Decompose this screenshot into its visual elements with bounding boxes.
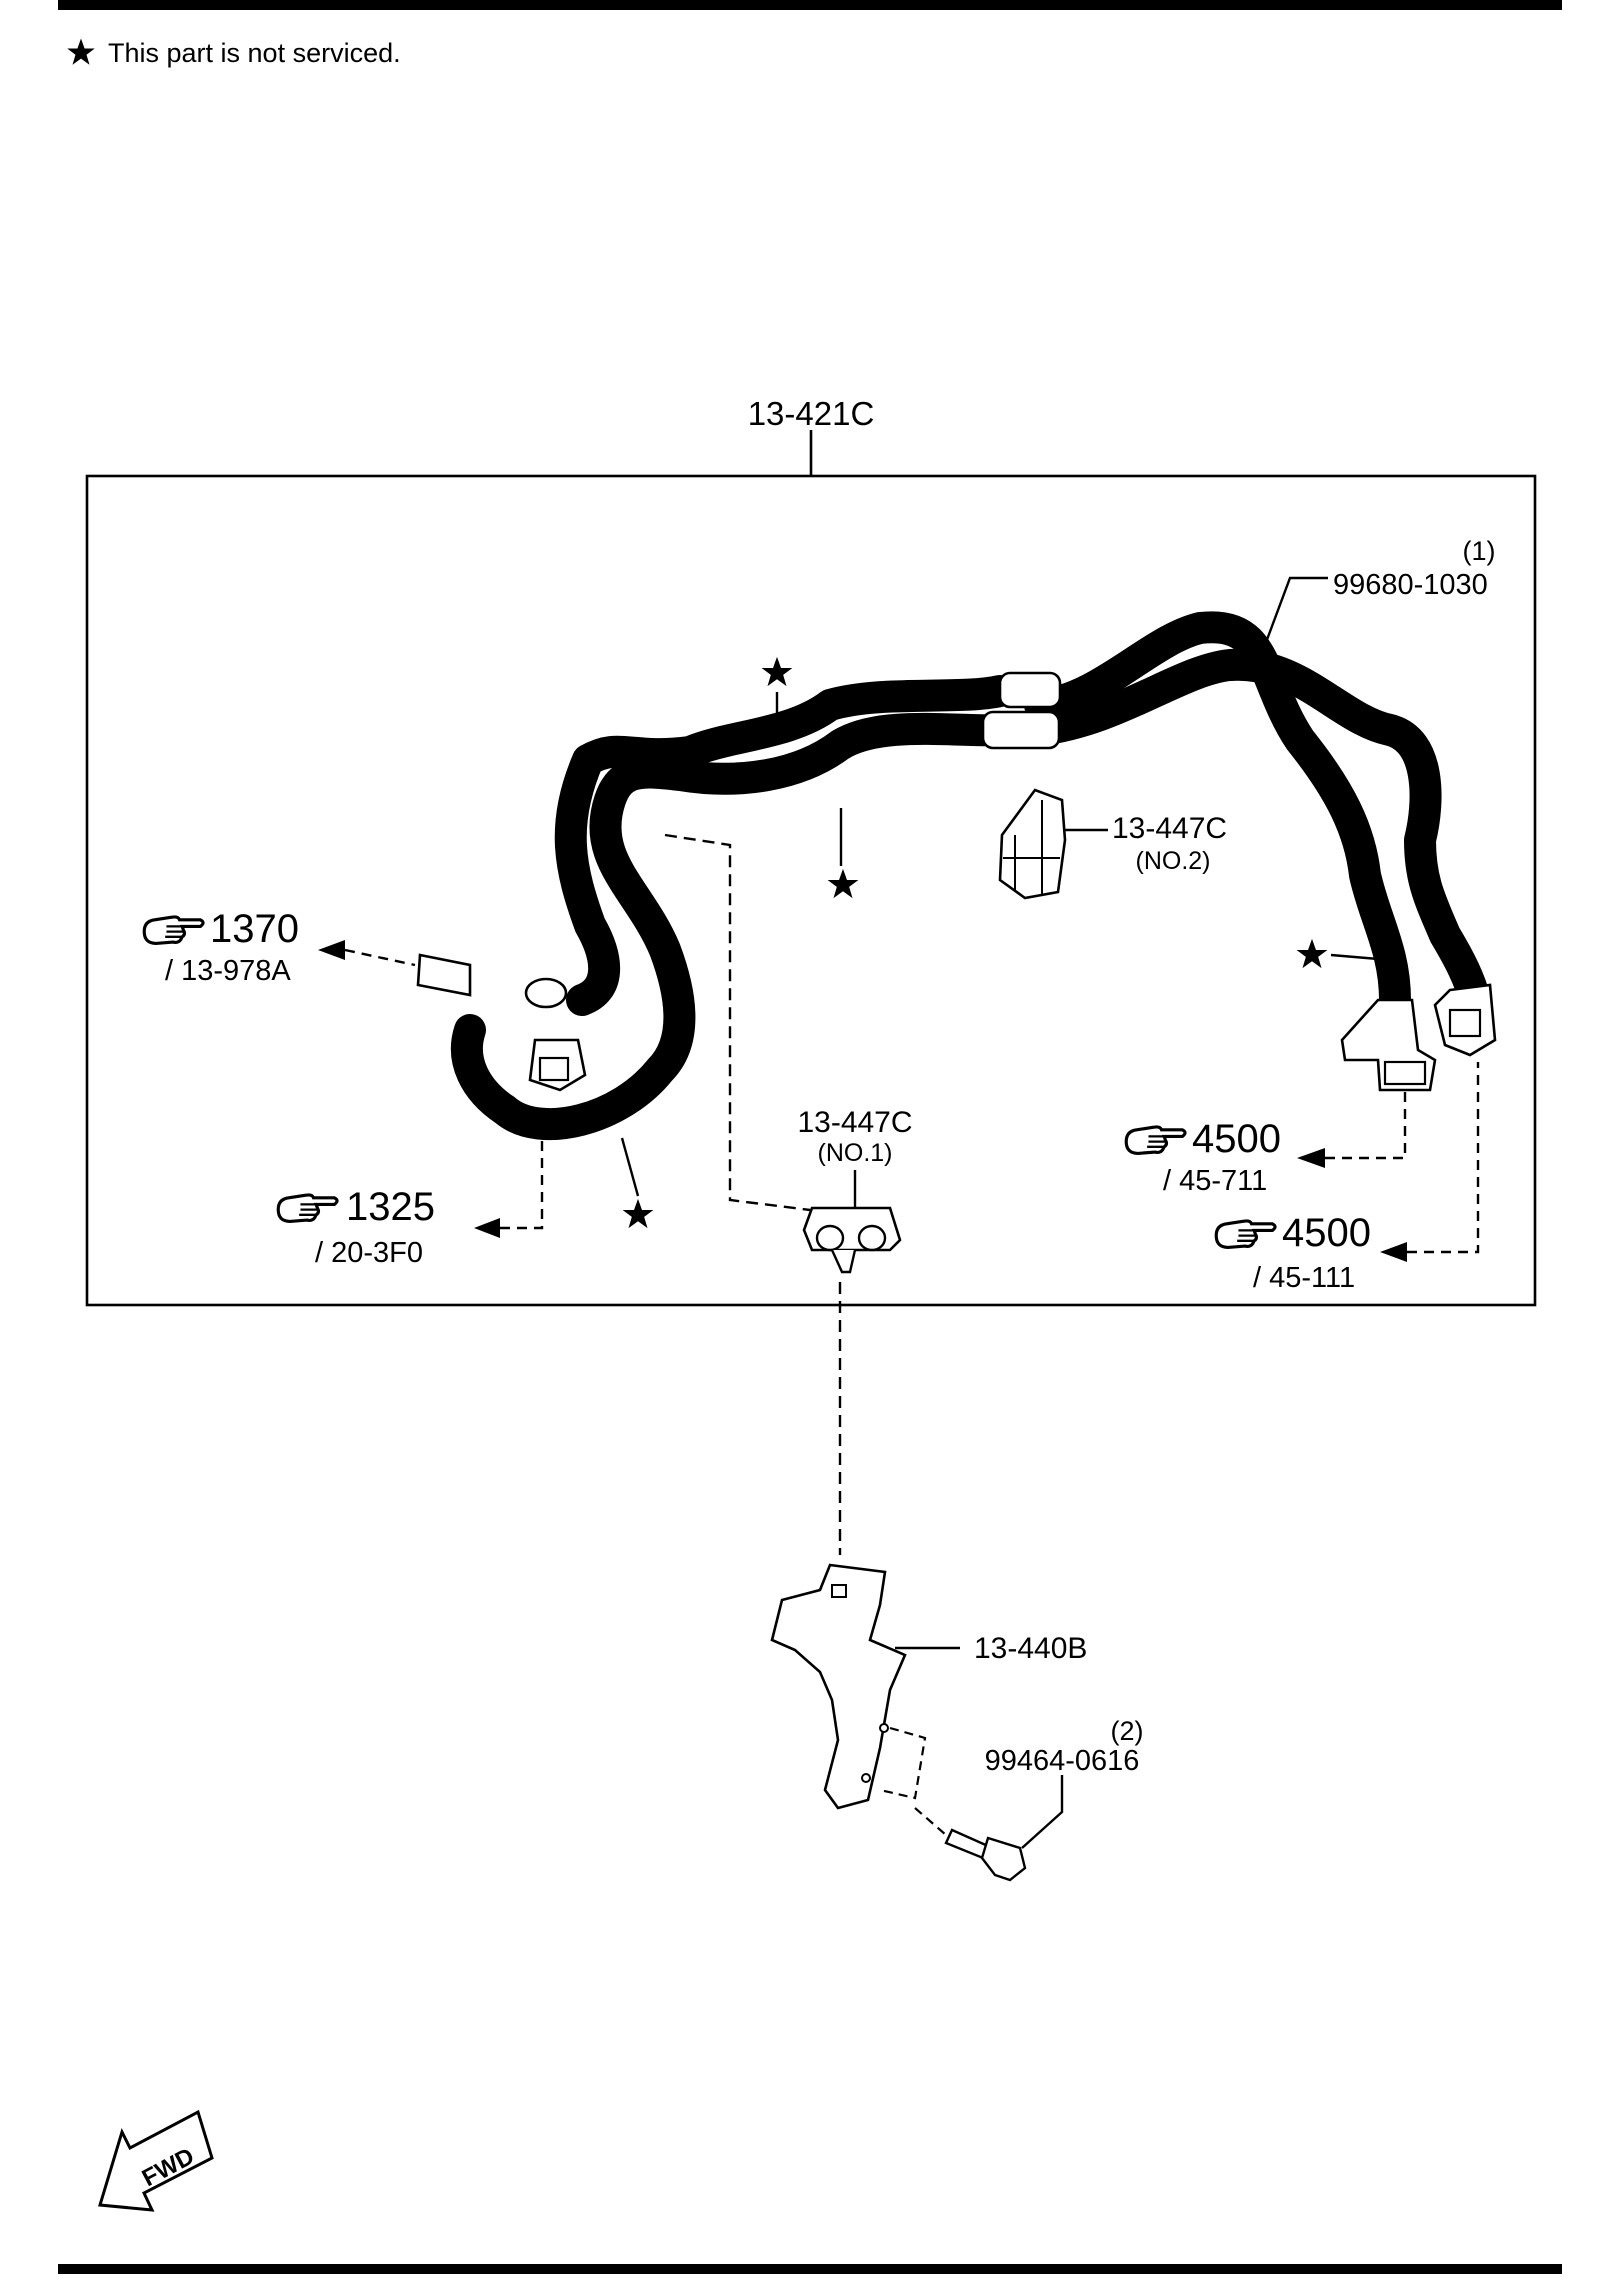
assembly-number: 13-421C [748, 395, 875, 432]
clamp-no1-number: 13-447C [797, 1106, 912, 1139]
bottom-rule [58, 2264, 1562, 2274]
fwd-arrow-icon: FWD [98, 2109, 214, 2212]
ref-1370-page: / 13-978A [165, 955, 291, 987]
hose-left-stub [416, 953, 472, 997]
bolt-ref: (2) [1111, 1716, 1144, 1746]
clamp-no1: 13-447C (NO.1) [664, 833, 913, 1274]
ref-4500-a: 4500 / 45-711 [1124, 1090, 1407, 1197]
assembly-box: 13-421C [85, 395, 1537, 1307]
star-icon [761, 656, 793, 687]
hose-part-ref: (1) [1463, 536, 1496, 566]
hose-coupling-lower [981, 710, 1061, 750]
clamp-no2: 13-447C (NO.2) [998, 788, 1227, 900]
star-icon [1296, 938, 1328, 969]
clamp-no1-sub: (NO.1) [818, 1139, 893, 1167]
left-quick-connector [524, 977, 587, 1092]
hose-part-number: 99680-1030 [1333, 569, 1488, 601]
right-quick-connector-b [1433, 983, 1497, 1057]
bracket: 13-440B [770, 1563, 1087, 1810]
clamp-no2-sub: (NO.2) [1136, 847, 1211, 875]
bolt: (2) 99464-0616 [914, 1716, 1144, 1882]
ref-4500-b-group: 4500 [1282, 1211, 1371, 1255]
bolt-number: 99464-0616 [985, 1745, 1140, 1777]
hose-right-b-fill [1027, 651, 1488, 1013]
ref-4500-a-group: 4500 [1192, 1117, 1281, 1161]
star-icon [827, 868, 859, 899]
hose-right-a-fill [1027, 614, 1408, 1013]
hose-coupling-upper [998, 671, 1062, 709]
ref-4500-b: 4500 / 45-111 [1214, 1062, 1480, 1294]
ref-1325-group: 1325 [346, 1185, 435, 1229]
hose-upper-fill [557, 678, 1013, 1013]
ref-4500-b-page: / 45-111 [1253, 1262, 1355, 1294]
assembly-frame [85, 474, 1537, 1307]
not-serviced-markers [620, 656, 1391, 1229]
hand-pointer-icon [1214, 1219, 1277, 1249]
fuel-hose-assembly [416, 611, 1497, 1140]
ref-1325: 1325 / 20-3F0 [276, 1110, 544, 1269]
hose-lower-fill [453, 715, 1013, 1137]
hand-pointer-icon [276, 1193, 339, 1223]
ref-1370-group: 1370 [210, 907, 299, 951]
legend-star-icon [67, 38, 95, 65]
ref-1370: 1370 / 13-978A [142, 907, 416, 987]
ref-1325-page: / 20-3F0 [315, 1237, 423, 1269]
clamp-no2-number: 13-447C [1112, 812, 1227, 845]
hand-pointer-icon [1124, 1125, 1187, 1155]
legend: This part is not serviced. [67, 38, 401, 68]
clamp-no1-dashed-leader [664, 833, 811, 1212]
hand-pointer-icon [142, 915, 205, 945]
hose-part-callout: (1) 99680-1030 [1263, 536, 1496, 646]
right-quick-connector-a [1340, 998, 1437, 1092]
ref-4500-a-page: / 45-711 [1163, 1165, 1267, 1197]
legend-text: This part is not serviced. [108, 38, 401, 68]
star-icon [622, 1198, 654, 1229]
top-rule [58, 0, 1562, 10]
bracket-number: 13-440B [974, 1632, 1087, 1665]
